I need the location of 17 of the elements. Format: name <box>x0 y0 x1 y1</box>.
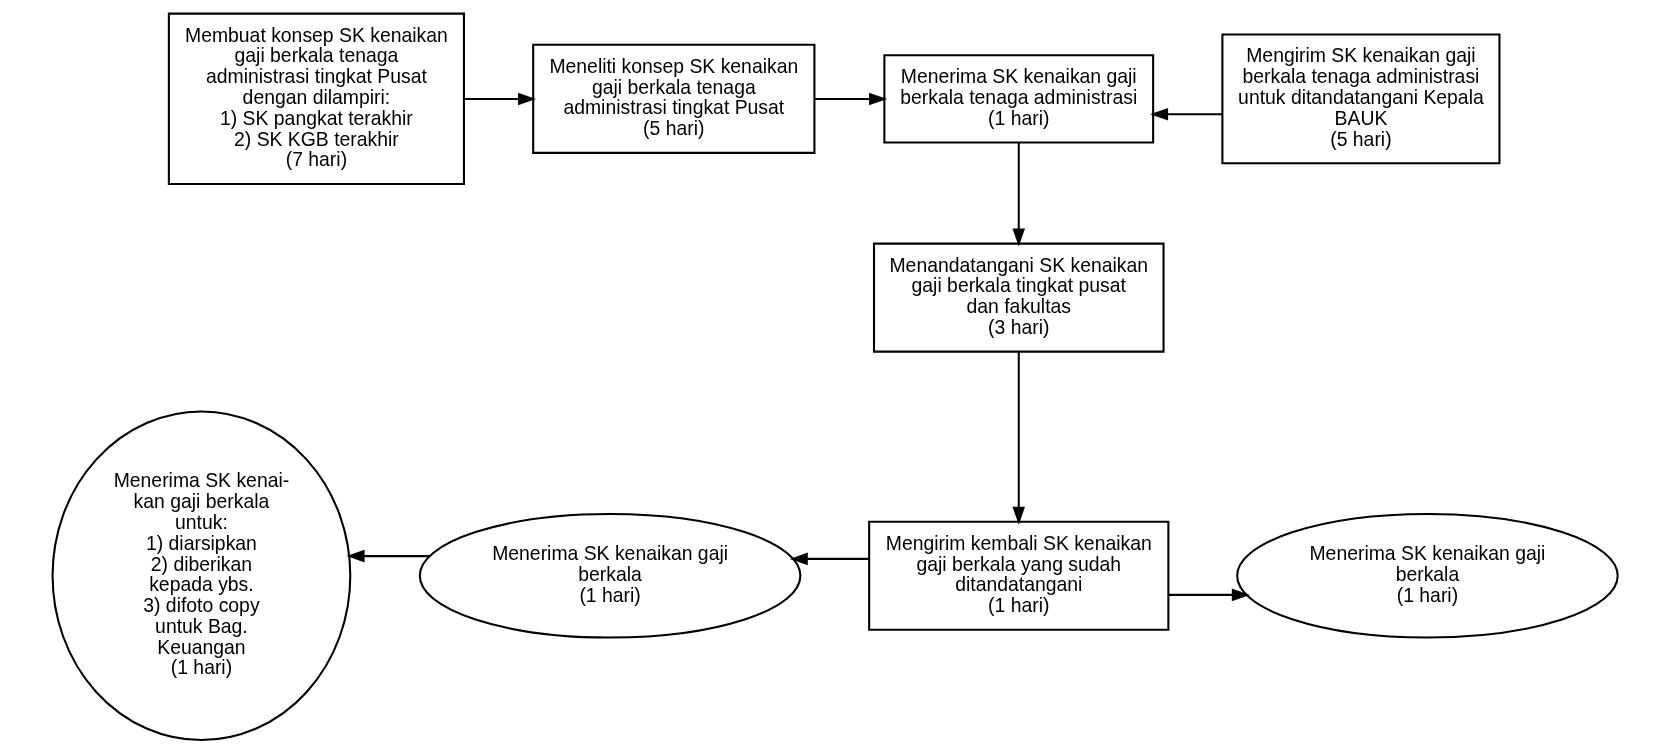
node-ellipse: Menerima SK kenaikan gaji berkala (1 hari) <box>418 512 801 639</box>
node-ellipse: Menerima SK kenaikan gaji berkala (1 hari) <box>1235 512 1619 639</box>
arrow <box>1168 588 1250 602</box>
node-circle: Menerima SK kenai-kan gaji berkala untuk: 1) diarsipkan 2) diberikan kepada ybs. 3) difoto copy untuk Bag. Keuangan (1 hari) <box>51 410 351 742</box>
node-box: Mengirim kembali SK kenaikan gaji berkala yang sudah ditandatangani (1 hari) <box>867 520 1169 631</box>
arrow <box>789 552 869 566</box>
arrow <box>346 549 430 563</box>
arrow <box>1011 351 1025 525</box>
node-box: Menerima SK kenaikan gaji berkala tenaga administrasi (1 hari) <box>882 54 1154 144</box>
node-box: Meneliti konsep SK kenaikan gaji berkala tenaga administrasi tingkat Pusat (5 hari) <box>531 43 815 154</box>
arrow <box>1011 142 1025 247</box>
arrow <box>814 92 887 106</box>
arrow <box>463 92 536 106</box>
arrow <box>1149 107 1222 121</box>
node-box: Mengirim SK kenaikan gaji berkala tenaga administrasi untuk ditandatangani Kepala BAUK (5 hari) <box>1220 33 1500 165</box>
node-box: Membuat konsep SK kenaikan gaji berkala tenaga administrasi tingkat Pusat dengan dilampiri: 1) SK pangkat terakhir 2) SK KGB terakhir (7 hari) <box>167 12 465 186</box>
node-box: Menandatangani SK kenaikan gaji berkala tingkat pusat dan fakultas (3 hari) <box>872 242 1165 353</box>
